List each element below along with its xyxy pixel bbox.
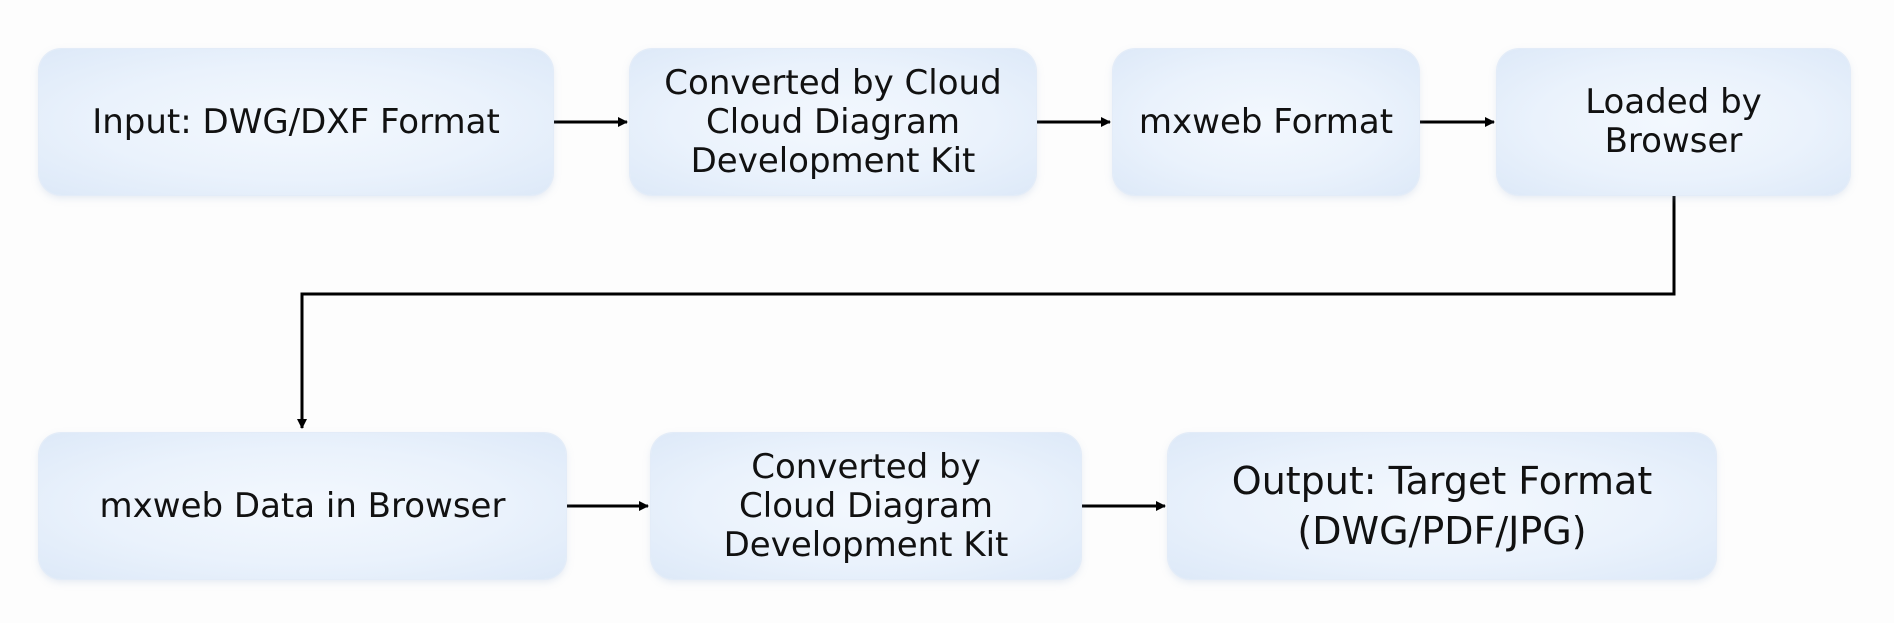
node-input-label: Input: DWG/DXF Format	[92, 101, 500, 142]
node-loaded-by-browser: Loaded by Browser	[1497, 49, 1850, 195]
node-convert-kit: Converted by Cloud Diagram Development K…	[651, 433, 1081, 579]
node-output-target: Output: Target Format (DWG/PDF/JPG)	[1168, 433, 1716, 579]
node-mxweb-data-in-browser: mxweb Data in Browser	[39, 433, 566, 579]
node-loaded-by-browser-label: Loaded by Browser	[1585, 82, 1762, 161]
node-convert-kit-label: Converted by Cloud Diagram Development K…	[723, 446, 1009, 565]
node-convert-cloud: Converted by Cloud Cloud Diagram Develop…	[630, 49, 1036, 195]
node-input: Input: DWG/DXF Format	[39, 49, 553, 195]
node-mxweb-format-label: mxweb Format	[1138, 101, 1394, 142]
arrow-browser-to-mxweb-data	[297, 196, 1676, 429]
node-output-target-label: Output: Target Format (DWG/PDF/JPG)	[1231, 459, 1653, 553]
node-mxweb-data-in-browser-label: mxweb Data in Browser	[99, 485, 506, 526]
node-mxweb-format: mxweb Format	[1113, 49, 1419, 195]
node-convert-cloud-label: Converted by Cloud Cloud Diagram Develop…	[664, 62, 1002, 181]
